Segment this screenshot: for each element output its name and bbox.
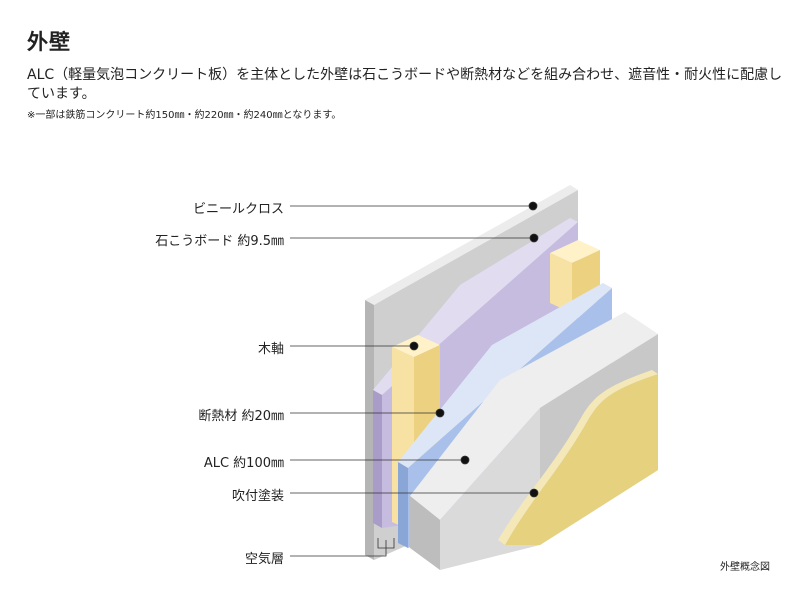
- diagram-caption: 外壁概念図: [720, 562, 770, 573]
- footnote-text: ※一部は鉄筋コンクリート約150㎜・約220㎜・約240㎜となります。: [27, 110, 342, 121]
- label-insulation: 断熱材 約20㎜: [198, 409, 284, 424]
- label-spray-finish: 吹付塗装: [231, 489, 284, 504]
- label-wood-frame: 木軸: [257, 342, 284, 357]
- leader-lines: [290, 201, 539, 557]
- label-air-layer: 空気層: [244, 552, 284, 567]
- label-gypsum-board: 石こうボード 約9.5㎜: [155, 234, 284, 249]
- label-vinyl-cloth: ビニールクロス: [192, 202, 284, 217]
- description-text: ALC（軽量気泡コンクリート板）を主体とした外壁は石こうボードや断熱材などを組み…: [27, 67, 783, 102]
- spray-finish-layer: [498, 370, 658, 545]
- label-alc: ALC 約100㎜: [203, 456, 284, 471]
- page-title: 外壁: [27, 30, 71, 54]
